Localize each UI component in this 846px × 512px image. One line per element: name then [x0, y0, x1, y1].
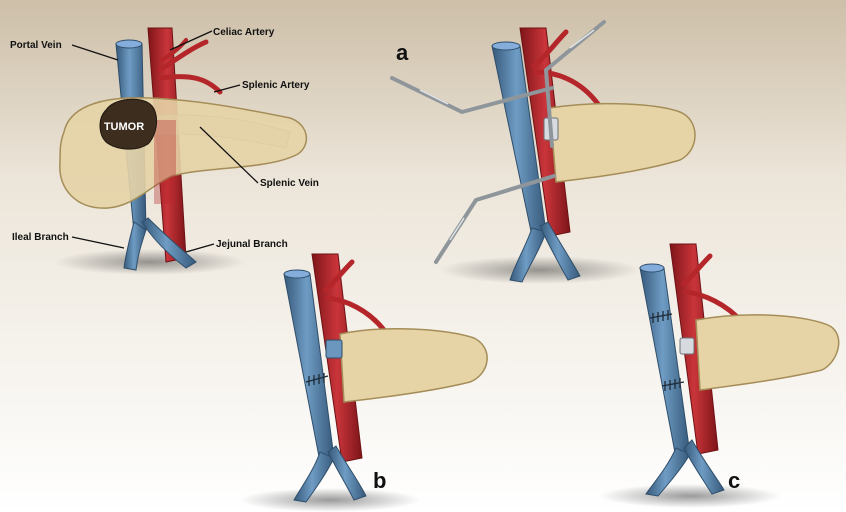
label-splenic-artery: Splenic Artery [242, 80, 310, 91]
label-portal-vein: Portal Vein [10, 40, 62, 51]
label-jejunal-branch: Jejunal Branch [216, 239, 288, 250]
tumor-label: TUMOR [104, 121, 144, 133]
shadow [55, 249, 245, 275]
shadow [440, 256, 640, 284]
panel-label-a: a [396, 40, 409, 65]
shadow [600, 484, 780, 508]
label-ileal-branch: Ileal Branch [12, 232, 69, 243]
vein-stump [326, 340, 342, 358]
panel-label-b: b [373, 468, 386, 493]
shadow [240, 488, 420, 512]
vein-stump [680, 338, 694, 354]
artery-through-pancreas [154, 120, 176, 204]
panel-label-c: c [728, 468, 740, 493]
label-splenic-vein: Splenic Vein [260, 178, 319, 189]
label-celiac-artery: Celiac Artery [213, 27, 275, 38]
